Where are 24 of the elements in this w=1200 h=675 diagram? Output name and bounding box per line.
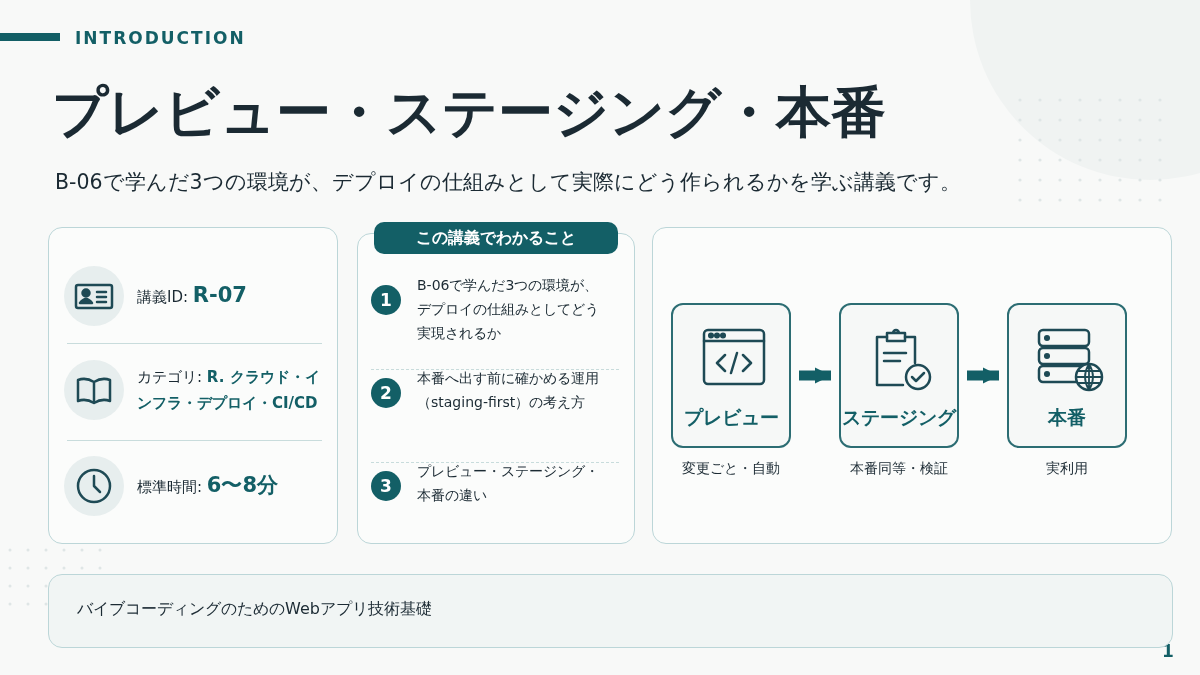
environment-box bbox=[671, 303, 791, 448]
environment-caption: 実利用 bbox=[1045, 460, 1089, 478]
title: プレビュー・ステージング・本番 bbox=[52, 79, 886, 146]
section-heading: この講義でわかること bbox=[374, 222, 618, 254]
info-text: 標準時間: 6〜8分 bbox=[137, 471, 280, 499]
environment-name: プレビュー bbox=[682, 405, 780, 430]
environment-name: ステージング bbox=[841, 405, 957, 430]
section-label: INTRODUCTION bbox=[75, 28, 246, 48]
learning-point: B-06で学んだ3つの環境が、デプロイの仕組みとしてどう実現されるか bbox=[417, 276, 600, 343]
learning-point: プレビュー・ステージング・本番の違い bbox=[417, 462, 600, 505]
environment-box bbox=[839, 303, 959, 448]
learning-point: 本番へ出す前に確かめる運用（staging-first）の考え方 bbox=[417, 369, 600, 412]
info-card bbox=[48, 227, 338, 544]
environment-box bbox=[1007, 303, 1127, 448]
info-text: 講義ID: R-07 bbox=[137, 281, 248, 309]
environment-name: 本番 bbox=[1046, 405, 1087, 430]
flow-arrow bbox=[967, 367, 999, 384]
tagline: バイブコーディングのためのWebアプリ技術基礎 bbox=[77, 599, 432, 620]
flow-arrow bbox=[799, 367, 831, 384]
environment-caption: 変更ごと・自動 bbox=[681, 460, 781, 478]
info-text: カテゴリ: R. クラウド・インフラ・デプロイ・CI/CD bbox=[137, 366, 321, 413]
environment-caption: 本番同等・検証 bbox=[849, 460, 949, 478]
subtitle: B-06で学んだ3つの環境が、デプロイの仕組みとして実際にどう作られるかを学ぶ講義です。 bbox=[55, 169, 961, 196]
flow-card bbox=[652, 227, 1172, 544]
